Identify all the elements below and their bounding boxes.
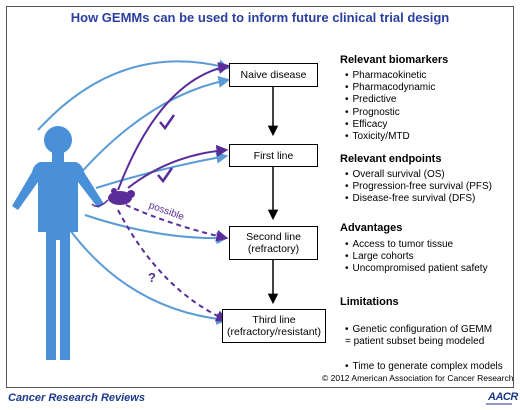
list-item: Pharmacokinetic [345,70,435,82]
list-item: Access to tumor tissue [345,239,488,251]
stage-second-line: Second line (refractory) [229,226,318,260]
mouse-arrow-naive [117,62,231,191]
list-item: Efficacy [345,119,435,131]
mouse-arrow-third-line [117,209,229,322]
section-endpoints-list: Overall survival (OS) Progression-free s… [345,169,492,206]
stage-third-line: Third line (refractory/resistant) [222,309,326,343]
mouse-arrow-second-line [125,204,229,242]
section-limitations-list: Genetic configuration of GEMM = patient … [345,312,503,385]
list-item: Time to generate complex models [345,361,503,373]
list-item: Prognostic [345,107,435,119]
human-arrow-second-line [84,214,229,245]
human-arrow-first-line [95,151,229,189]
checkmark-icon [157,167,174,184]
section-advantages-list: Access to tumor tissue Large cohorts Unc… [345,239,488,276]
section-biomarkers-title: Relevant biomarkers [340,54,449,66]
stage-sublabel: (refractory) [247,243,300,255]
human-figure-icon [12,126,104,360]
figure-title: How GEMMs can be used to inform future c… [70,10,450,25]
list-item: Uncompromised patient safety [345,263,488,275]
list-item: Progression-free survival (PFS) [345,181,492,193]
list-item: Disease-free survival (DFS) [345,193,492,205]
journal-name: Cancer Research Reviews [8,392,145,404]
stage-label: Third line [252,314,296,326]
list-item: Large cohorts [345,251,488,263]
stage-sublabel: (refractory/resistant) [227,326,321,338]
list-item: Pharmacodynamic [345,82,436,94]
section-limitations-title: Limitations [340,296,399,308]
stage-label: Second line [246,231,301,243]
aacr-logo: AACR [488,391,518,403]
human-arrow-naive-upper [37,59,231,131]
list-item: Toxicity/MTD [345,131,435,143]
list-item: Genetic configuration of GEMM = patient … [345,324,503,348]
human-arrow-naive-lower [77,75,231,177]
human-to-stage-arrows [37,59,231,325]
human-arrow-third-line [69,229,229,325]
checkmark-icon [159,114,176,131]
list-item: Predictive [345,94,435,106]
section-endpoints-title: Relevant endpoints [340,153,442,165]
section-biomarkers-list: Pharmacokinetic Pharmacodynamic Predicti… [345,70,436,143]
list-item: Overall survival (OS) [345,169,492,181]
copyright-notice: © 2012 American Association for Cancer R… [322,373,514,383]
question-label: ? [148,270,156,285]
mouse-icon [91,188,135,207]
stage-first-line: First line [229,144,318,167]
stage-naive-disease: Naive disease [229,63,318,87]
mouse-to-stage-arrows [117,62,231,322]
mouse-arrow-first-line [127,144,229,189]
stage-label: Naive disease [240,69,307,81]
section-advantages-title: Advantages [340,222,403,234]
stage-label: First line [253,149,294,162]
